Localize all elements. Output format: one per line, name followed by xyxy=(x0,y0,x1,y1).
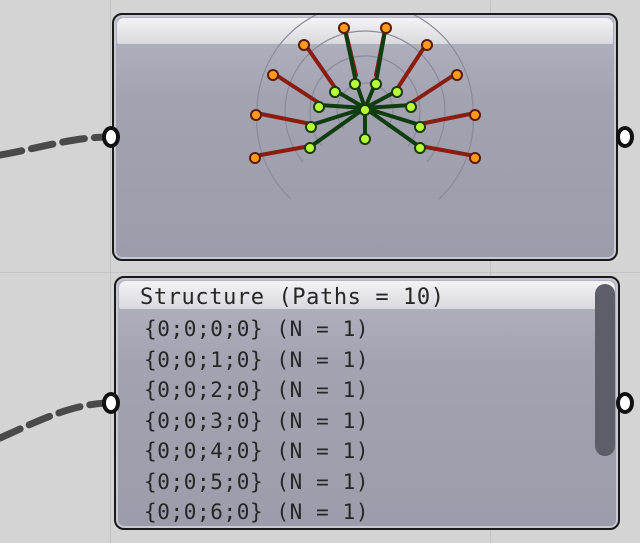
structure-header: Structure (Paths = 10) xyxy=(140,285,445,310)
path-row: {0;0;5;0} (N = 1) xyxy=(144,469,370,494)
path-row: {0;0;6;0} (N = 1) xyxy=(144,500,370,524)
grid-line xyxy=(490,0,491,543)
path-row: {0;0;0;0} (N = 1) xyxy=(144,317,370,341)
path-row: {0;0;1;0} (N = 1) xyxy=(144,347,370,372)
input-port[interactable] xyxy=(102,392,120,414)
inner-branches xyxy=(308,23,422,149)
inner-nodes xyxy=(304,78,426,154)
wire-to-preview xyxy=(0,133,110,159)
grid-line xyxy=(0,272,640,273)
grid-line xyxy=(110,0,111,543)
tree-preview-component[interactable] xyxy=(112,13,618,261)
leaf-nodes xyxy=(249,22,481,164)
input-port[interactable] xyxy=(102,126,120,148)
path-row: {0;0;4;0} (N = 1) xyxy=(144,439,370,463)
tree-preview-graphic xyxy=(249,15,481,200)
path-row: {0;0;3;0} (N = 1) xyxy=(144,408,370,433)
component-highlight xyxy=(119,281,615,309)
scrollbar-thumb[interactable] xyxy=(595,284,615,456)
path-list: {0;0;0;0} (N = 1) {0;0;1;0} (N = 1) {0;0… xyxy=(144,314,369,528)
param-viewer-component[interactable]: Structure (Paths = 10) {0;0;0;0} (N = 1)… xyxy=(114,276,620,530)
output-port[interactable] xyxy=(616,392,634,414)
wire-to-viewer xyxy=(0,399,110,442)
output-port[interactable] xyxy=(616,126,634,148)
path-row: {0;0;2;0} (N = 1) xyxy=(144,378,370,402)
